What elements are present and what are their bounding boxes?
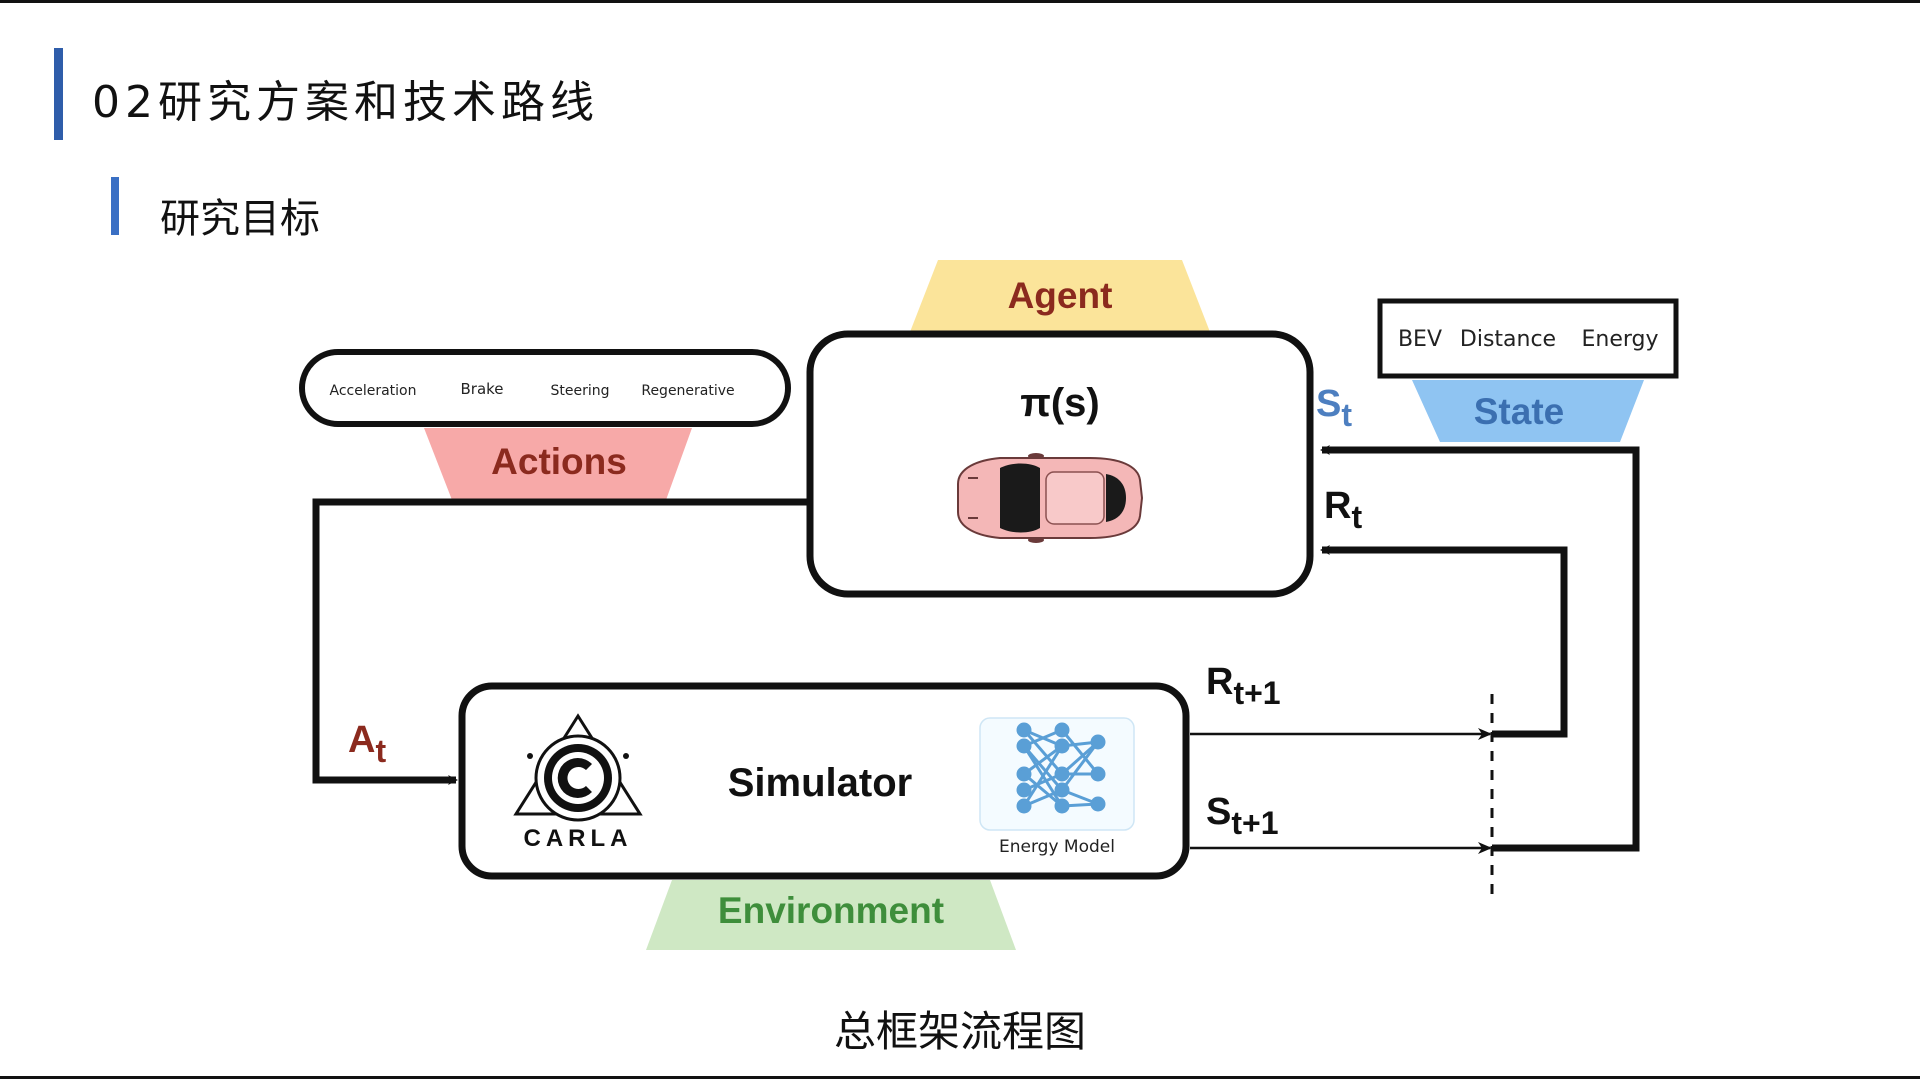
signal-s-t1: St+1 <box>1206 791 1279 841</box>
reward-feedback-arrow <box>1320 545 1568 738</box>
bottom-border-line <box>0 1076 1920 1079</box>
actions-items-box <box>299 349 791 427</box>
carla-label: CARLA <box>524 825 633 852</box>
state-feedback-arrow <box>1320 445 1640 852</box>
signal-s-t: St <box>1316 383 1352 433</box>
action-item-brake: Brake <box>460 380 503 398</box>
action-item-acceleration: Acceleration <box>330 383 417 399</box>
signal-r-t: Rt <box>1324 485 1362 535</box>
neural-network-icon <box>1016 722 1106 814</box>
policy-label: π(s) <box>1020 381 1100 425</box>
signal-a-t: At <box>348 719 386 769</box>
top-border-line <box>0 0 1920 3</box>
state-item-bev: BEV <box>1398 327 1442 352</box>
energy-model-label: Energy Model <box>999 837 1115 857</box>
state-item-energy: Energy <box>1581 327 1658 352</box>
subtitle-accent-bar <box>111 177 119 235</box>
action-item-regenerative: Regenerative <box>641 383 734 399</box>
actions-label: Actions <box>491 441 627 482</box>
state-label: State <box>1474 391 1564 432</box>
state-item-distance: Distance <box>1460 327 1556 352</box>
agent-label: Agent <box>1008 275 1113 316</box>
section-subtitle: 研究目标 <box>160 196 320 242</box>
figure-caption: 总框架流程图 <box>833 1007 1086 1056</box>
simulator-label: Simulator <box>728 761 912 805</box>
title-accent-bar <box>54 48 63 140</box>
carla-logo <box>513 713 643 822</box>
state-tab <box>1412 380 1644 442</box>
environment-label: Environment <box>718 890 944 931</box>
environment-tab <box>646 880 1016 950</box>
page-title: 02研究方案和技术路线 <box>92 77 599 128</box>
actions-tab <box>424 428 692 500</box>
car-icon <box>957 453 1144 543</box>
agent-tab <box>910 260 1210 332</box>
action-flow-arrow <box>312 498 810 785</box>
action-item-steering: Steering <box>550 383 609 399</box>
signal-r-t1: Rt+1 <box>1206 661 1281 711</box>
state-items-box <box>1377 298 1679 379</box>
